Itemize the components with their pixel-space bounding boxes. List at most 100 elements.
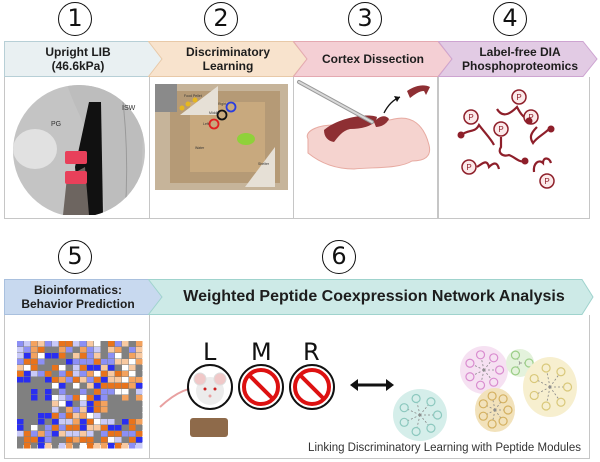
heatmap-cell	[101, 371, 108, 377]
left-label: Left	[203, 122, 209, 126]
impact-marker-1	[65, 151, 87, 164]
heatmap-cell	[73, 359, 80, 365]
heatmap-cell	[115, 407, 122, 413]
peptide-node	[498, 416, 508, 426]
cortex-region	[324, 115, 377, 142]
heatmap-cell	[31, 347, 38, 353]
heatmap-cell	[108, 383, 115, 389]
heatmap-cell	[101, 413, 108, 419]
heatmap-cell	[87, 365, 94, 371]
heatmap-cell	[87, 431, 94, 437]
heatmap-cell	[38, 431, 45, 437]
heatmap-cell	[136, 395, 143, 401]
heatmap-cell	[80, 431, 87, 437]
heatmap-cell	[87, 359, 94, 365]
peptide-node	[426, 423, 436, 433]
heatmap-cell	[24, 395, 31, 401]
heatmap-cell	[122, 371, 129, 377]
heatmap-cell	[136, 365, 143, 371]
heatmap-cell	[66, 347, 73, 353]
middle-label: Middle	[209, 111, 219, 115]
heatmap-cell	[24, 383, 31, 389]
heatmap-cell	[136, 371, 143, 377]
heatmap-cell	[101, 401, 108, 407]
heatmap-cell	[73, 419, 80, 425]
heatmap-cell	[38, 395, 45, 401]
heatmap-cell	[129, 383, 136, 389]
heatmap-cell	[24, 431, 31, 437]
peptide-node	[478, 411, 488, 421]
heatmap-cell	[94, 371, 101, 377]
heatmap-cell	[122, 419, 129, 425]
heatmap-cell	[87, 407, 94, 413]
heatmap-cell	[24, 437, 31, 443]
step-3-header: Cortex Dissection	[293, 41, 453, 77]
heatmap-cell	[52, 419, 59, 425]
heatmap-cell	[66, 425, 73, 431]
peptide-node	[399, 417, 409, 427]
heatmap-cell	[31, 353, 38, 359]
heatmap-cell	[38, 341, 45, 347]
heatmap-cell	[59, 443, 66, 449]
heatmap-cell	[52, 359, 59, 365]
heatmap-cell	[94, 437, 101, 443]
heatmap-cell	[73, 377, 80, 383]
heatmap-cell	[136, 353, 143, 359]
middle-no-sign-icon	[238, 364, 284, 410]
panel-3-cortex-dissection	[293, 77, 438, 219]
heatmap-cell	[115, 347, 122, 353]
heatmap-cell	[24, 347, 31, 353]
step-4-number: 4	[493, 2, 527, 36]
peptide-node	[475, 350, 486, 360]
heatmap-cell	[80, 353, 87, 359]
heatmap-cell	[101, 407, 108, 413]
heatmap-cell	[129, 371, 136, 377]
heatmap-cell	[108, 371, 115, 377]
heatmap-cell	[59, 359, 66, 365]
heatmap-cell	[80, 347, 87, 353]
heatmap-cell	[122, 437, 129, 443]
peptide-module	[475, 388, 515, 432]
heatmap-cell	[24, 353, 31, 359]
heatmap-cell	[73, 413, 80, 419]
heatmap-cell	[45, 347, 52, 353]
heatmap-cell	[52, 341, 59, 347]
heatmap-cell	[80, 443, 87, 449]
step-3-number: 3	[348, 2, 382, 36]
heatmap-cell	[108, 413, 115, 419]
heatmap-cell	[17, 341, 24, 347]
heatmap-cell	[24, 389, 31, 395]
residue-dot	[521, 157, 529, 165]
heatmap-cell	[59, 401, 66, 407]
heatmap-cell	[59, 347, 66, 353]
heatmap-cell	[122, 401, 129, 407]
heatmap-cell	[24, 371, 31, 377]
phosphopeptide-icon: P	[523, 109, 550, 145]
heatmap-cell	[80, 437, 87, 443]
heatmap-cell	[94, 383, 101, 389]
svg-text:P: P	[528, 113, 533, 122]
heatmap-cell	[87, 413, 94, 419]
panel-5-bioinformatics	[4, 315, 150, 459]
heatmap-cell	[31, 371, 38, 377]
heatmap-cell	[94, 395, 101, 401]
heatmap-cell	[52, 443, 59, 449]
heatmap-cell	[122, 431, 129, 437]
heatmap-cell	[31, 419, 38, 425]
heatmap-cell	[115, 401, 122, 407]
svg-text:P: P	[468, 113, 473, 122]
heatmap-cell	[17, 353, 24, 359]
dissected-cortex	[407, 85, 430, 98]
step-6-header: Weighted Peptide Coexpression Network An…	[148, 279, 594, 315]
step-2-number: 2	[204, 2, 238, 36]
heatmap-cell	[52, 377, 59, 383]
heatmap-cell	[24, 341, 31, 347]
peptide-node	[541, 363, 551, 373]
heatmap-cell	[80, 359, 87, 365]
heatmap-cell	[136, 347, 143, 353]
step-6-header-shape	[148, 279, 594, 315]
heatmap-cell	[52, 371, 59, 377]
heatmap-cell	[87, 389, 94, 395]
heatmap-cell	[129, 353, 136, 359]
heatmap-cell	[17, 401, 24, 407]
